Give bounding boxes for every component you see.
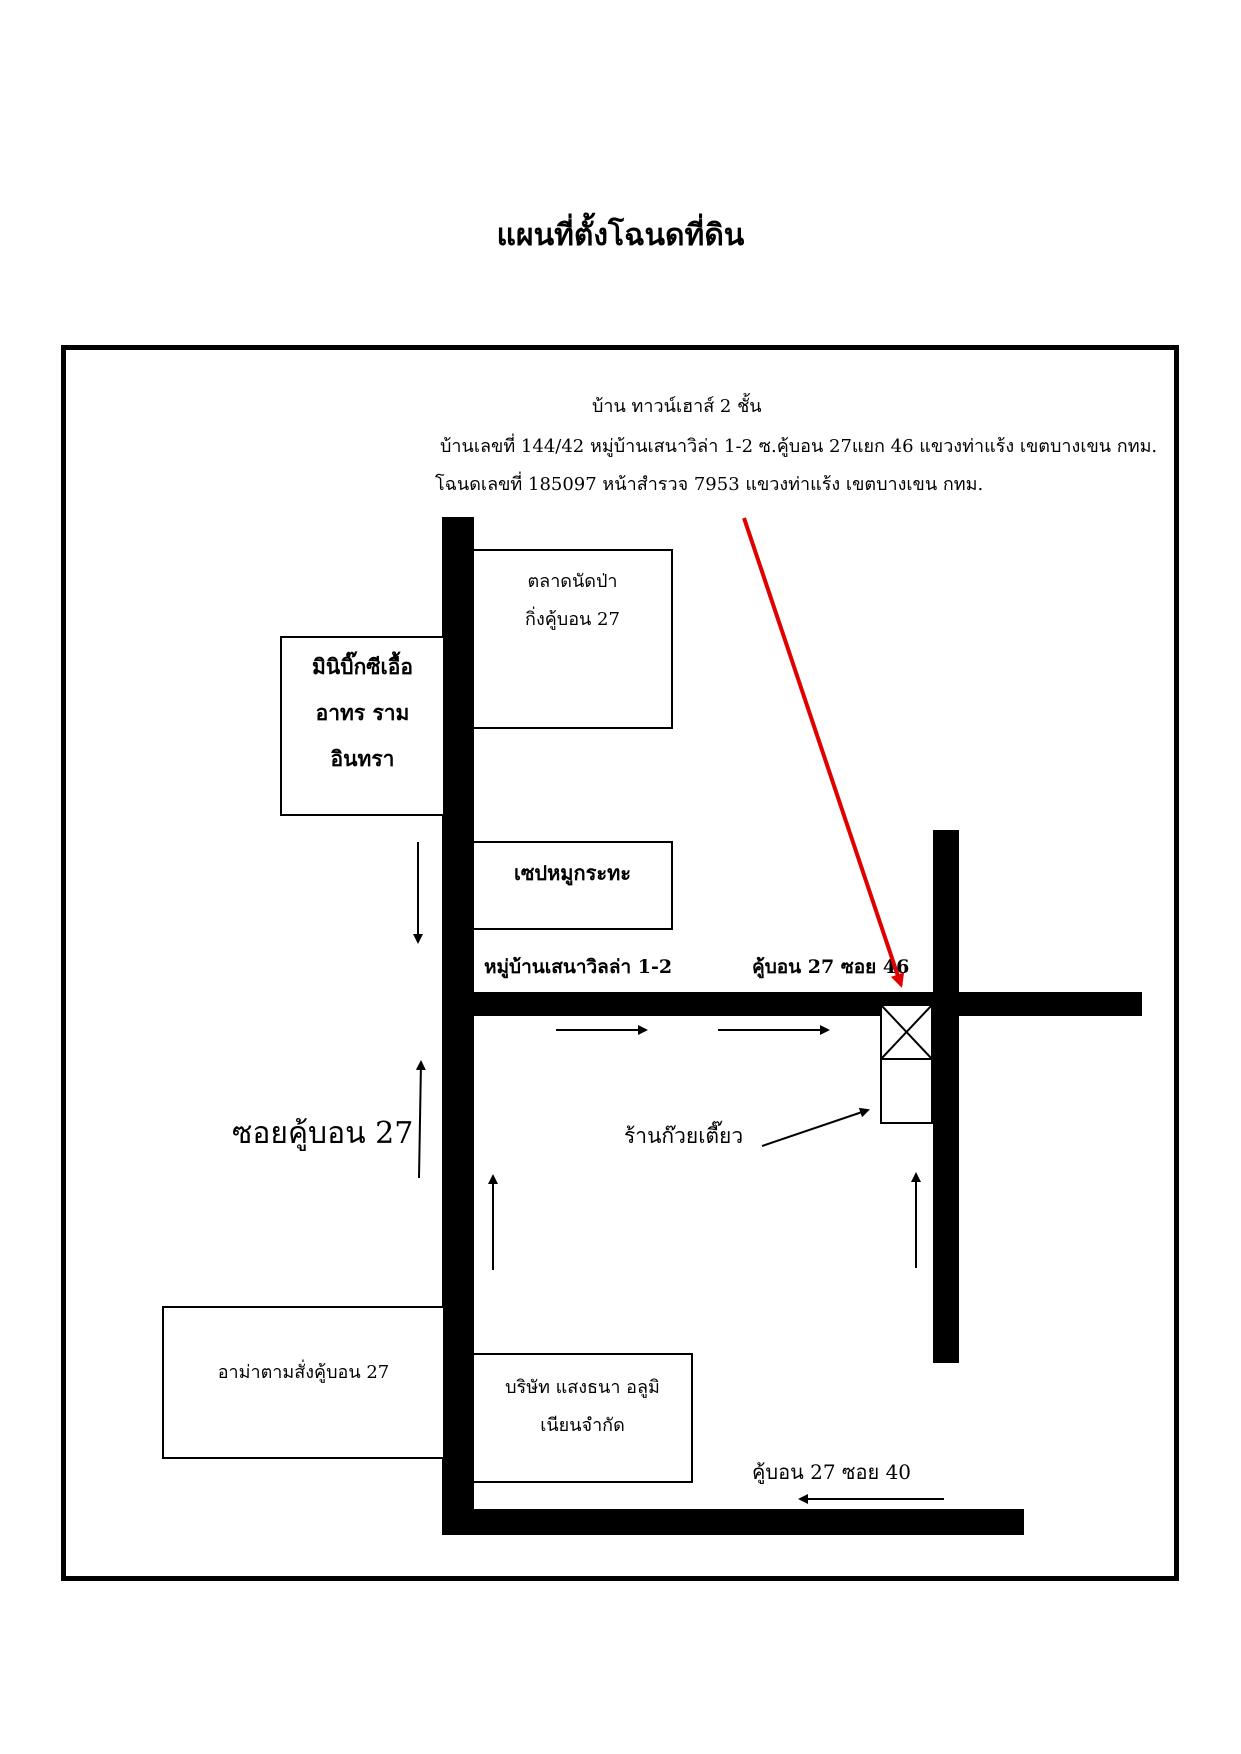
amata-label: อาม่าตามสั่งคู้บอน 27 (217, 1362, 390, 1383)
property-cross-icon (882, 1006, 931, 1058)
map-title: แผนที่ตั้งโฉนดที่ดิน (496, 218, 745, 253)
soi40-label: คู้บอน 27 ซอย 40 (752, 1460, 912, 1484)
village-label: หมู่บ้านเสนาวิลล่า 1-2 (484, 956, 673, 978)
property-type: บ้าน ทาวน์เฮาส์ 2 ชั้น (592, 396, 762, 417)
pork-box: เซปหมูกระทะ (472, 841, 673, 930)
market-label-1: ตลาดนัดป่า (527, 571, 618, 592)
noodle-shop-box (880, 1058, 933, 1124)
amata-box: อาม่าตามสั่งคู้บอน 27 (162, 1306, 445, 1459)
market-label-2: กิ่งคู้บอน 27 (525, 609, 620, 630)
soi46-road (442, 992, 1142, 1016)
pork-label: เซปหมูกระทะ (514, 861, 631, 885)
cross-road-vertical (933, 830, 959, 1363)
minibigc-label-1: มินิบิ๊กซีเอื้อ (312, 654, 413, 679)
soi46-label: คู้บอน 27 ซอย 46 (752, 956, 910, 978)
minibigc-label-2: อาทร ราม (315, 700, 410, 725)
noodle-shop-pointer (761, 1107, 870, 1147)
company-box: บริษัท แสงธนา อลูมิ เนียนจำกัด (472, 1353, 693, 1483)
map-frame (61, 345, 1179, 1581)
property-marker (880, 1004, 933, 1060)
main-soi-label: ซอยคู้บอน 27 (232, 1116, 414, 1151)
company-label-2: เนียนจำกัด (540, 1415, 625, 1436)
minibigc-box: มินิบิ๊กซีเอื้อ อาทร ราม อินทรา (280, 636, 445, 816)
minibigc-label-3: อินทรา (330, 746, 395, 771)
deed-number: โฉนดเลขที่ 185097 หน้าสำรวจ 7953 แขวงท่า… (435, 474, 984, 495)
market-box: ตลาดนัดป่า กิ่งคู้บอน 27 (472, 549, 673, 729)
up-arrow-main-soi (415, 1060, 426, 1179)
main-soi-road (442, 517, 474, 1535)
noodle-shop-label: ร้านก๊วยเตี๊ยว (624, 1124, 744, 1148)
property-address: บ้านเลขที่ 144/42 หมู่บ้านเสนาวิล่า 1-2 … (440, 436, 1158, 457)
property-red-pointer (742, 517, 905, 988)
company-label-1: บริษัท แสงธนา อลูมิ (505, 1377, 660, 1398)
soi40-road (442, 1509, 1024, 1535)
